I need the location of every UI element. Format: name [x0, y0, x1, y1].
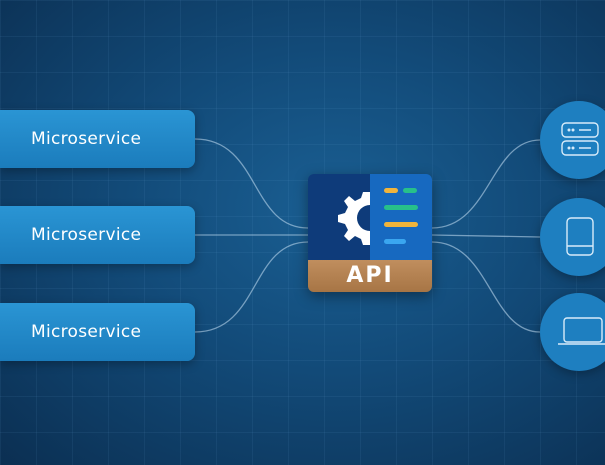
- api-label: API: [308, 260, 432, 292]
- doc-line: [384, 188, 398, 193]
- gear-icon: [338, 192, 370, 245]
- doc-line: [384, 222, 418, 227]
- microservice-label: Microservice: [31, 322, 142, 342]
- server-icon: [561, 122, 599, 156]
- laptop-icon: [558, 317, 605, 345]
- gear-panel: [308, 174, 370, 260]
- tablet-client[interactable]: [540, 198, 605, 276]
- doc-line: [384, 205, 418, 210]
- doc-line: [403, 188, 417, 193]
- api-gateway[interactable]: API: [308, 174, 432, 292]
- microservice-label: Microservice: [31, 129, 142, 149]
- server-client[interactable]: [540, 101, 605, 179]
- doc-line: [384, 239, 406, 244]
- microservice-label: Microservice: [31, 225, 142, 245]
- tablet-icon: [566, 217, 594, 256]
- laptop-client[interactable]: [540, 293, 605, 371]
- microservice-box-1[interactable]: Microservice: [0, 110, 195, 168]
- microservice-box-3[interactable]: Microservice: [0, 303, 195, 361]
- microservice-box-2[interactable]: Microservice: [0, 206, 195, 264]
- document-panel: [370, 174, 432, 260]
